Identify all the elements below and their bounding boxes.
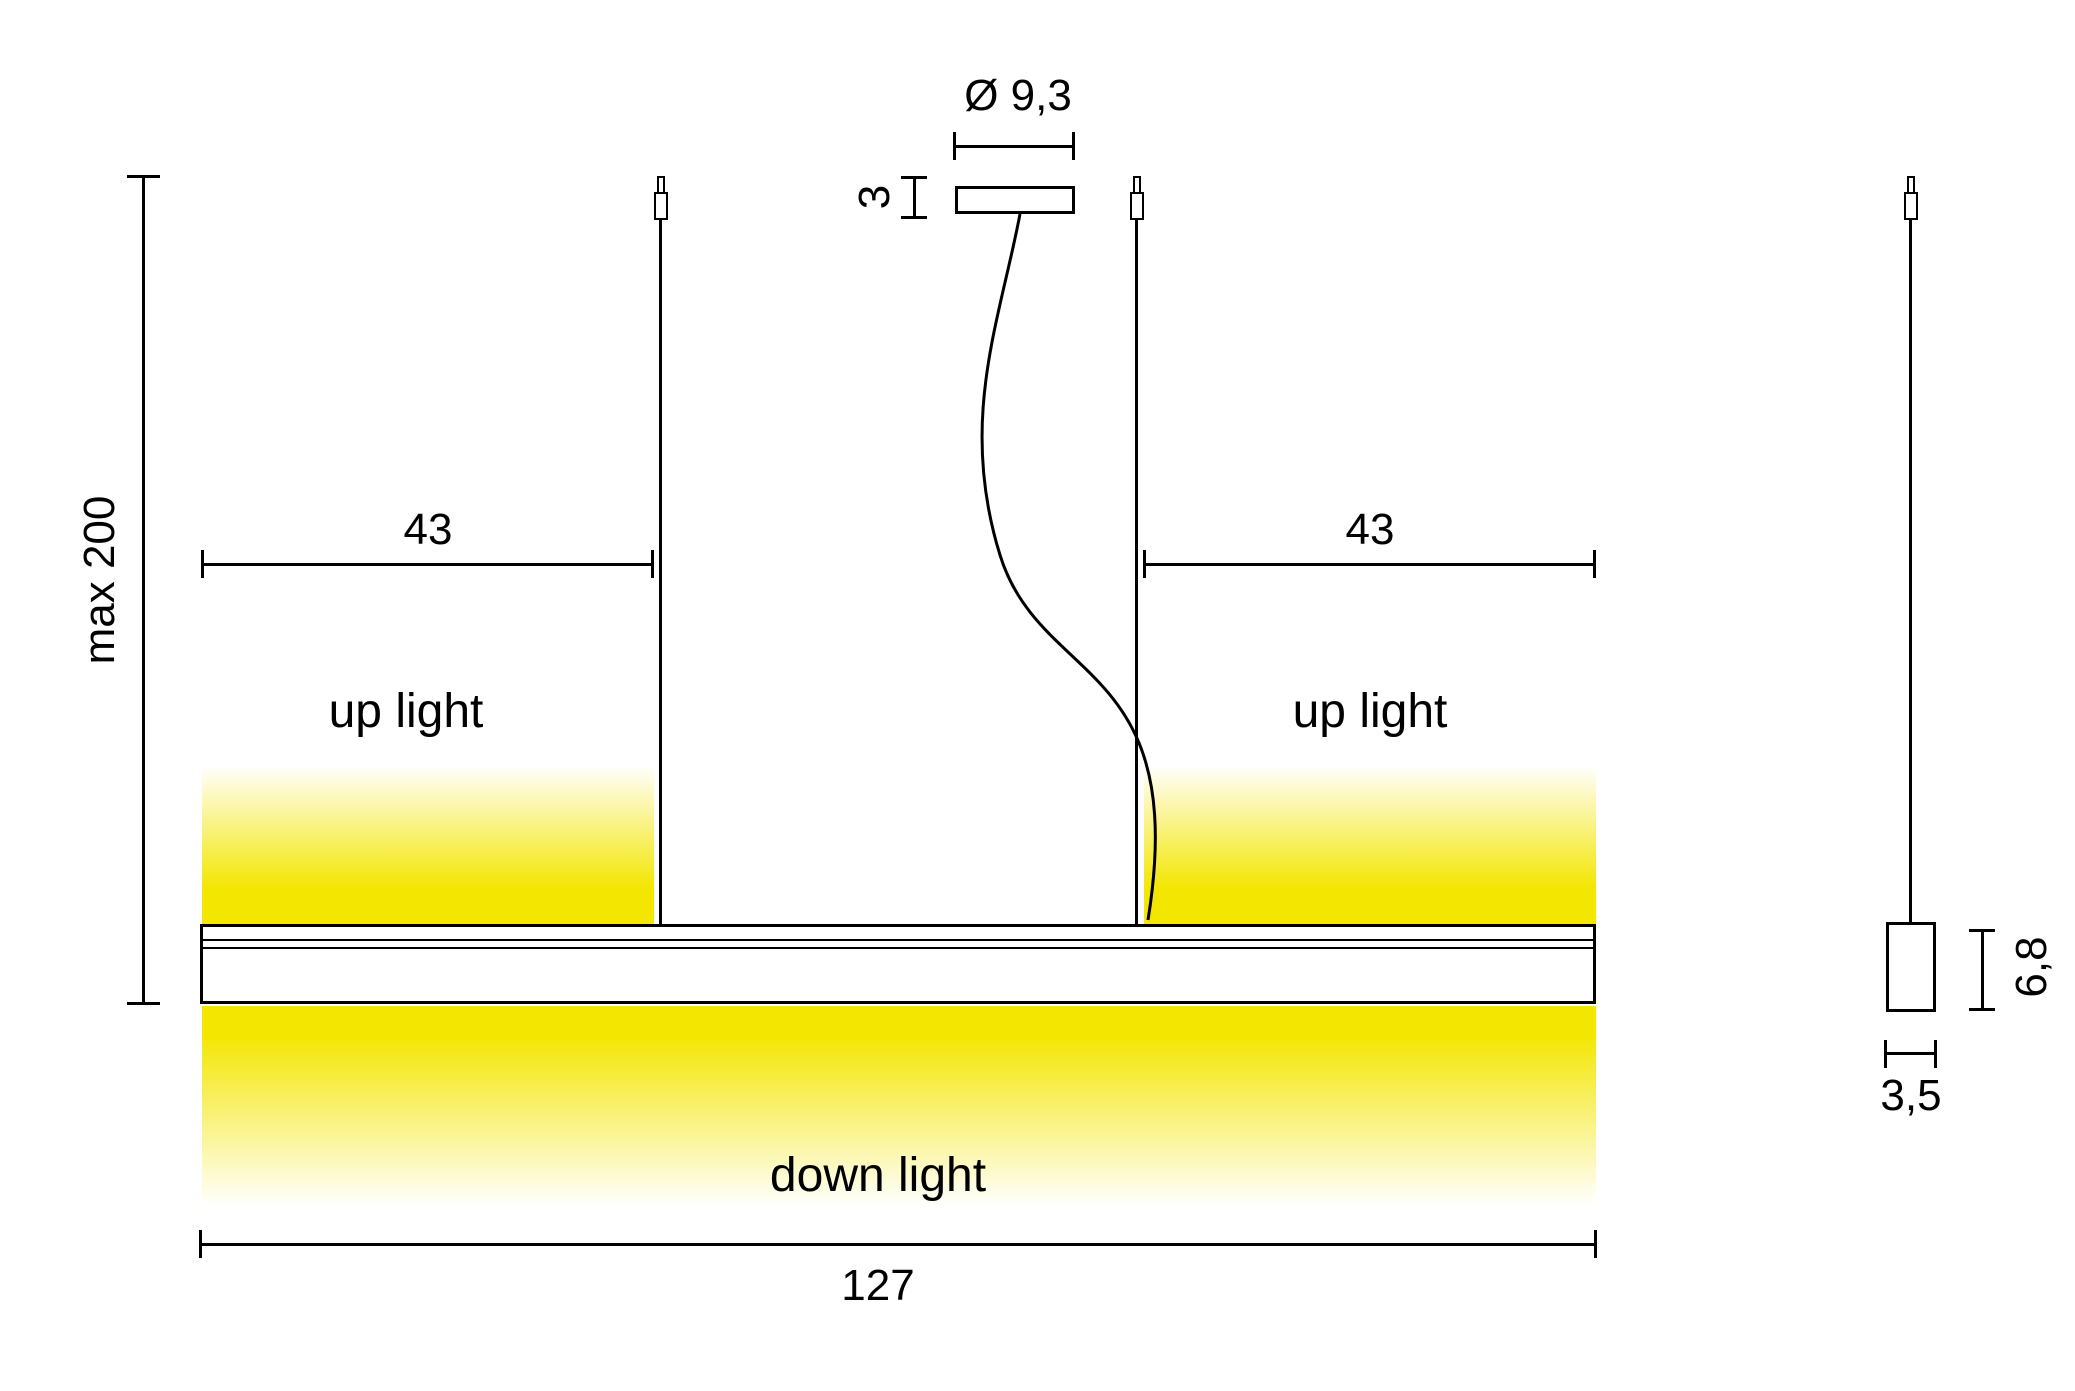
dim-tick <box>1884 1040 1887 1068</box>
down-light-beam <box>202 1006 1596 1206</box>
dim-line-profile-height <box>1981 931 1984 1011</box>
dim-tick <box>199 1230 202 1258</box>
cable-gripper-body-side <box>1904 192 1918 220</box>
power-cord-path <box>980 213 1157 921</box>
dim-tick <box>201 550 204 578</box>
profile-groove-line-1 <box>203 939 1593 941</box>
dim-tick <box>901 216 927 219</box>
fixture-profile-front <box>200 924 1596 1004</box>
suspension-cable-left <box>659 219 662 924</box>
dim-line-profile-width <box>1886 1052 1936 1055</box>
dim-tick <box>953 132 956 160</box>
cable-gripper-body-right <box>1130 192 1144 220</box>
dim-tick <box>1594 1230 1597 1258</box>
dim-line-left-offset <box>202 563 654 566</box>
dim-tick <box>901 176 927 179</box>
fixture-profile-side <box>1886 922 1936 1012</box>
up-light-beam-left <box>202 765 654 924</box>
dim-tick <box>127 175 160 178</box>
dim-line-canopy-diameter <box>954 145 1075 148</box>
dim-tick <box>1969 1008 1995 1011</box>
ceiling-canopy <box>955 186 1075 214</box>
suspension-cable-right <box>1135 219 1138 924</box>
right-offset-label: 43 <box>1345 505 1395 554</box>
profile-groove-line-2 <box>203 947 1593 949</box>
cable-gripper-body-left <box>654 192 668 220</box>
profile-height-label: 6,8 <box>2007 936 2056 998</box>
down-light-label: down light <box>769 1149 987 1202</box>
up-light-label-right: up light <box>1292 685 1448 738</box>
suspension-cable-side <box>1909 219 1912 924</box>
canopy-height-label: 3 <box>850 184 899 210</box>
up-light-label-left: up light <box>328 685 484 738</box>
dim-tick <box>1969 929 1995 932</box>
left-offset-label: 43 <box>403 505 453 554</box>
dim-line-fixture-length <box>200 1243 1596 1246</box>
profile-width-label: 3,5 <box>1880 1071 1942 1120</box>
dim-line-canopy-height <box>913 177 916 218</box>
fixture-length-label: 127 <box>841 1261 915 1310</box>
canopy-diameter-label: Ø 9,3 <box>964 71 1072 120</box>
dim-line-max-height <box>142 176 145 1005</box>
dim-line-right-offset <box>1144 563 1596 566</box>
dim-tick <box>651 550 654 578</box>
dim-tick <box>1934 1040 1937 1068</box>
dim-tick <box>1593 550 1596 578</box>
dim-tick <box>1072 132 1075 160</box>
up-light-beam-right <box>1144 765 1596 924</box>
max-height-label: max 200 <box>75 495 124 665</box>
dim-tick <box>1143 550 1146 578</box>
dim-tick <box>127 1002 160 1005</box>
